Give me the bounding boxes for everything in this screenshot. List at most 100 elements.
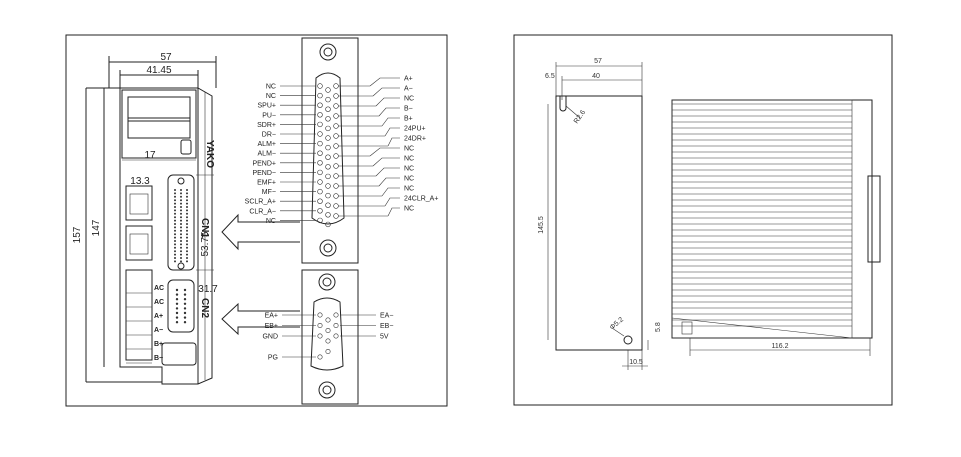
pin-dot xyxy=(186,233,188,236)
cn2-right-pin-label: EB− xyxy=(380,323,393,330)
pin-leader xyxy=(387,137,400,147)
pin-dot xyxy=(175,293,179,296)
terminal-label: A+ xyxy=(154,313,163,320)
pin-dot xyxy=(174,260,176,263)
pin-circle xyxy=(317,150,323,156)
display-window-1 xyxy=(127,96,191,122)
pin-dot xyxy=(174,192,176,195)
terminal-label: AC xyxy=(154,299,164,306)
pin-circle xyxy=(325,221,331,228)
cn1-right-pin-label: NC xyxy=(404,206,414,213)
pin-dot xyxy=(174,223,176,225)
pin-leader xyxy=(384,197,400,207)
cn1-right-pin-label: A− xyxy=(404,86,413,93)
pin-circle xyxy=(317,102,323,108)
mount-slot xyxy=(559,96,567,112)
pin-dot xyxy=(174,209,176,212)
pin-dot xyxy=(174,240,176,242)
pin-leader xyxy=(378,107,400,117)
pin-circle xyxy=(325,212,331,218)
dim-5-8-label: 5.8 xyxy=(655,322,662,332)
pin-circle xyxy=(317,140,323,147)
cn2-right-pin-label: 5V xyxy=(380,334,389,341)
pin-dot xyxy=(175,288,179,292)
pin-circle xyxy=(325,135,331,141)
pin-circle xyxy=(325,106,331,112)
cn2-label: CN2 xyxy=(199,298,210,318)
pin-circle xyxy=(317,188,323,195)
dim-10-5-label: 10.5 xyxy=(629,359,643,366)
cn1-right-pin-label: NC xyxy=(404,146,414,153)
dim-phi-5-2-label: Φ5.2 xyxy=(609,316,625,331)
cn2-left-pin-label: GND xyxy=(262,334,278,341)
cn1-left-pin-label: PU− xyxy=(262,112,276,119)
pin-circle xyxy=(325,116,331,122)
heatsink-fins xyxy=(672,103,852,327)
pin-circle xyxy=(325,144,331,151)
pin-leader xyxy=(387,207,400,217)
ext-line xyxy=(129,193,149,215)
pin-dot xyxy=(180,229,182,232)
pin-dot xyxy=(175,302,179,305)
pin-dot xyxy=(180,246,182,249)
dim-40-label: 40 xyxy=(592,73,600,80)
pin-circle xyxy=(317,92,323,99)
cn1-right-pin-label: NC xyxy=(404,166,414,173)
pin-circle xyxy=(333,322,339,328)
pin-dot xyxy=(180,192,182,195)
pin-dot xyxy=(186,216,188,219)
pin-circle xyxy=(325,202,331,208)
pin-circle xyxy=(333,312,339,318)
pin-dot xyxy=(186,240,188,242)
pin-dot xyxy=(180,243,182,246)
pin-circle xyxy=(317,83,323,89)
cn1-left-pin-label: NC xyxy=(266,93,276,100)
pin-circle xyxy=(325,164,331,170)
rj45-port-2 xyxy=(125,225,153,261)
cn1-right-pin-label: NC xyxy=(404,96,414,103)
pin-dot xyxy=(186,226,188,229)
cn1-connector-body xyxy=(167,174,195,271)
right-panel: 57 6.5 40 R2.6 145.5 Φ5.2 5.8 10.5 116.2 xyxy=(513,34,893,406)
cn2-left-pin-label: EA+ xyxy=(265,313,278,320)
pin-dot xyxy=(183,302,187,305)
cn1-left-pin-label: SPU+ xyxy=(258,103,276,110)
pin-dot xyxy=(180,216,182,219)
rj45-port-1 xyxy=(125,185,153,221)
pin-circle xyxy=(333,83,339,89)
heatsink-bracket xyxy=(867,175,881,263)
right-panel-frame xyxy=(513,34,893,406)
pin-circle xyxy=(325,192,331,199)
cn2-pin-grid xyxy=(175,288,187,324)
cn1-right-pin-label: NC xyxy=(404,176,414,183)
dim-147-label: 147 xyxy=(91,219,102,236)
pin-dot xyxy=(174,206,176,208)
pin-dot xyxy=(180,260,182,263)
pin-dot xyxy=(186,206,188,208)
pin-dot xyxy=(174,212,176,215)
pin-circle xyxy=(333,213,339,219)
pin-circle xyxy=(333,123,339,129)
pin-circle xyxy=(325,338,331,344)
pin-dot xyxy=(180,199,182,202)
pin-circle xyxy=(325,154,331,160)
cn1-left-pin-label: ALM− xyxy=(258,151,276,158)
pin-circle xyxy=(333,173,339,179)
pin-dot xyxy=(180,219,182,222)
pin-dot xyxy=(186,189,188,191)
cn2-right-pin-label: EA− xyxy=(380,313,393,320)
mount-hole-bottom xyxy=(319,239,337,257)
pin-circle xyxy=(317,179,323,185)
pin-dot xyxy=(183,298,187,301)
ext-line xyxy=(129,233,149,255)
left-panel: 57 41.45 157 147 YAKO 17 13.3 xyxy=(65,34,448,407)
pin-dot xyxy=(180,226,182,229)
dim-r2-6-label: R2.6 xyxy=(573,109,587,125)
mount-hole-top xyxy=(318,273,336,291)
arrow-to-cn1 xyxy=(221,213,300,251)
cn2-left-pin-label: EB+ xyxy=(265,323,278,330)
pin-leader xyxy=(381,187,400,197)
dip-switch xyxy=(180,139,192,155)
pin-circle xyxy=(333,93,339,99)
pin-dot xyxy=(180,206,182,208)
